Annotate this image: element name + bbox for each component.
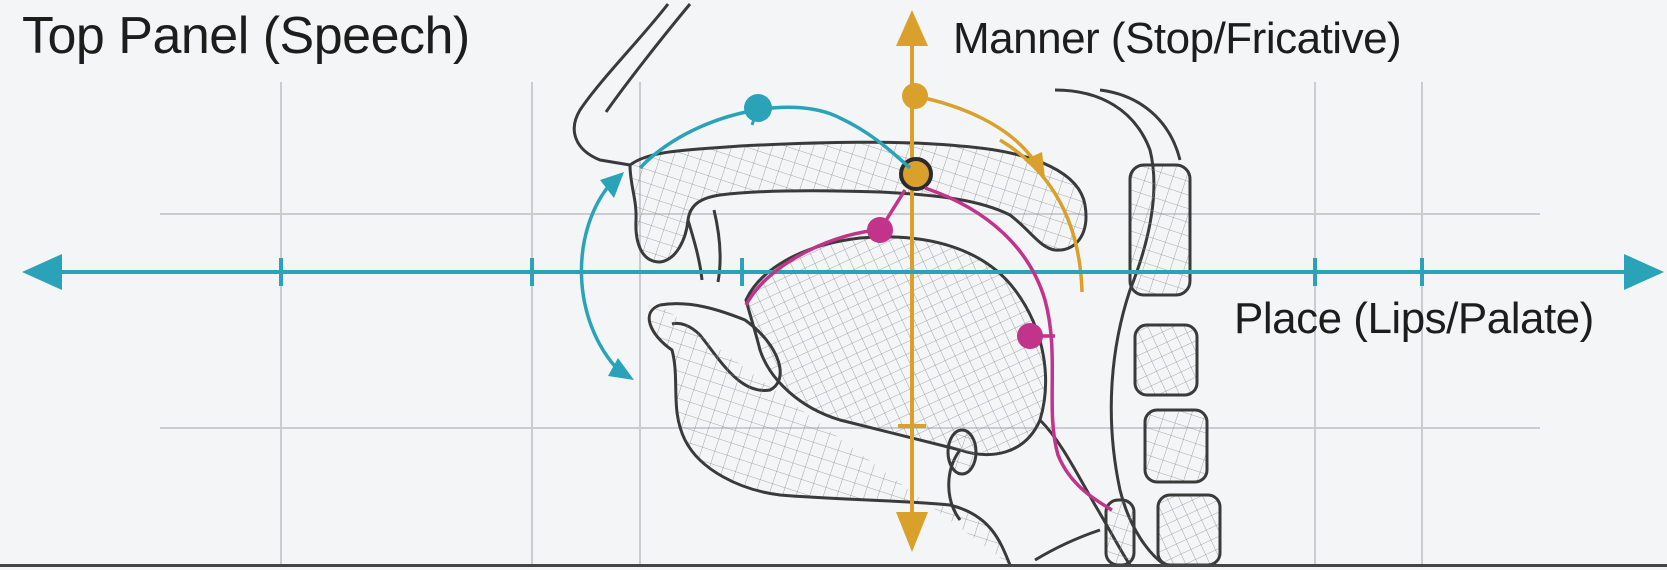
place-axis-label: Place (Lips/Palate) [1234, 294, 1594, 344]
panel-title: Top Panel (Speech) [22, 6, 470, 66]
arrow-right-icon [1624, 254, 1664, 290]
panel-divider [0, 564, 1667, 567]
arrow-down-icon [896, 512, 928, 552]
arrow-up-icon [896, 10, 928, 46]
arrow-left-icon [22, 254, 62, 290]
spine-column [1035, 90, 1220, 565]
manner-axis-label: Manner (Stop/Fricative) [953, 14, 1401, 64]
lower-vocal-tract [649, 237, 1130, 565]
